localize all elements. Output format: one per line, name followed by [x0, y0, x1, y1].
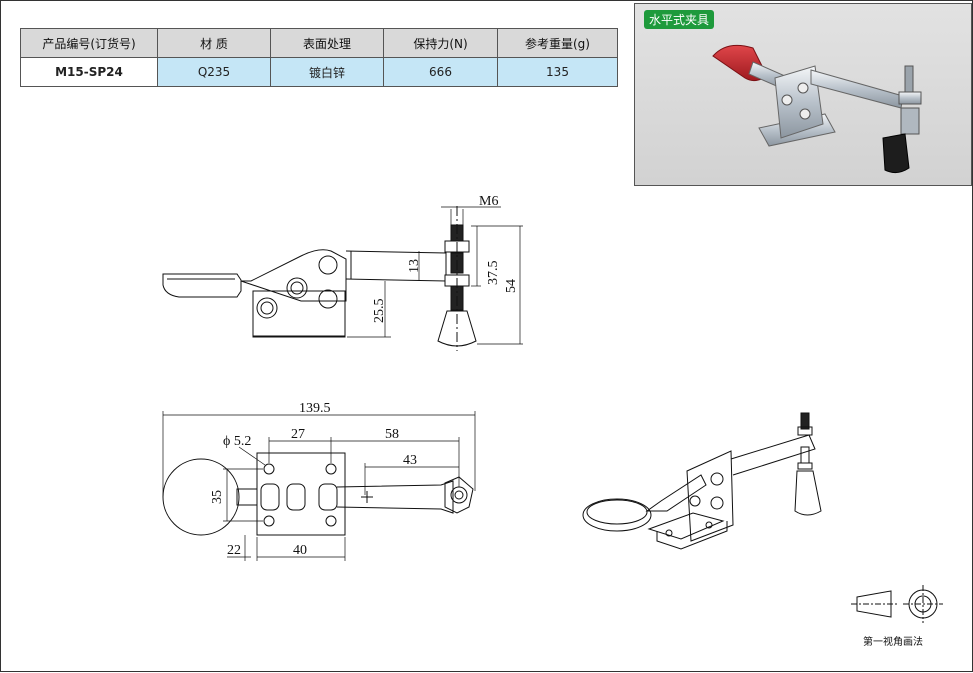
dim-22: 22: [227, 543, 241, 558]
first-angle-projection-symbol: [851, 585, 943, 623]
header-weight: 参考重量(g): [497, 28, 618, 58]
photo-tag: 水平式夹具: [644, 10, 715, 29]
dim-13: 13: [407, 259, 422, 273]
dim-54: 54: [504, 279, 519, 293]
dim-43: 43: [403, 453, 417, 468]
dim-hole-dia: ϕ 5.2: [223, 434, 251, 449]
dim-thread: M6: [479, 194, 498, 209]
cell-holding-force: 666: [383, 57, 498, 87]
clamp-photo-illustration: [712, 44, 922, 174]
top-view-dimensions: [162, 411, 476, 561]
projection-label: 第一视角画法: [863, 637, 923, 648]
header-part-no: 产品编号(订货号): [20, 28, 158, 58]
spec-table: 产品编号(订货号) 材 质 表面处理 保持力(N) 参考重量(g) M15-SP…: [20, 28, 618, 87]
isometric-view: [582, 412, 822, 550]
dim-27: 27: [291, 427, 305, 442]
dim-40: 40: [293, 543, 307, 558]
cell-material: Q235: [157, 57, 271, 87]
dim-58: 58: [385, 427, 399, 442]
header-holding-force: 保持力(N): [383, 28, 498, 58]
cell-part-no: M15-SP24: [20, 57, 158, 87]
dim-37-5: 37.5: [486, 261, 501, 286]
dim-35: 35: [210, 490, 225, 504]
cell-surface: 镀白锌: [270, 57, 384, 87]
dim-25-5: 25.5: [372, 299, 387, 324]
side-view: [162, 206, 477, 351]
spec-data-row: M15-SP24 Q235 镀白锌 666 135: [20, 57, 618, 87]
cell-weight: 135: [497, 57, 618, 87]
dim-overall: 139.5: [299, 401, 331, 416]
spec-header-row: 产品编号(订货号) 材 质 表面处理 保持力(N) 参考重量(g): [20, 28, 618, 58]
product-photo: 水平式夹具: [634, 3, 972, 186]
side-view-dimensions: [347, 206, 523, 345]
